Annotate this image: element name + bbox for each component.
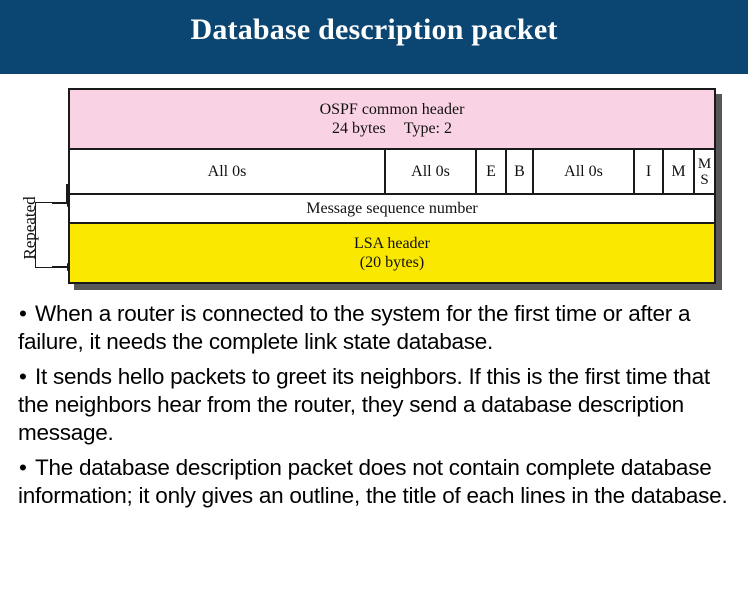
page-title: Database description packet	[190, 13, 558, 46]
cell-i-flag: I	[635, 150, 664, 193]
bullet-dot-icon: •	[19, 364, 27, 389]
cell-all-0s-3: All 0s	[534, 150, 635, 193]
bullet-text: When a router is connected to the system…	[18, 301, 691, 354]
bullet-dot-icon: •	[19, 301, 27, 326]
bullet-text: The database description packet does not…	[18, 455, 728, 508]
packet-row-message-sequence-number: Message sequence number	[70, 195, 714, 224]
cell-all-0s-1: All 0s	[70, 150, 386, 193]
cell-all-0s-2: All 0s	[386, 150, 477, 193]
repeated-tick-line	[66, 184, 68, 204]
repeated-annotation: Repeated	[10, 196, 75, 271]
body-bullet-list: • When a router is connected to the syst…	[0, 300, 748, 517]
packet-diagram: OSPF common header 24 bytes Type: 2 All 0…	[0, 74, 748, 296]
slide-title-bar: Database description packet	[0, 0, 748, 74]
lsa-header-line2: (20 bytes)	[359, 254, 425, 271]
ms-flag-line2: S	[700, 171, 709, 188]
ospf-common-header-bytes: 24 bytes	[332, 120, 386, 137]
lsa-header-cell: LSA header (20 bytes)	[354, 234, 430, 272]
ospf-common-header-type: Type: 2	[403, 120, 452, 137]
packet-structure-table: OSPF common header 24 bytes Type: 2 All 0…	[68, 88, 716, 284]
message-sequence-number-label: Message sequence number	[306, 200, 478, 217]
ospf-common-header-line1: OSPF common header	[319, 101, 465, 118]
packet-row-ospf-common-header: OSPF common header 24 bytes Type: 2	[70, 90, 714, 150]
cell-m-flag: M	[664, 150, 695, 193]
bullet-item: • It sends hello packets to greet its ne…	[0, 363, 748, 447]
packet-row-flags: All 0s All 0s E B All 0s I M M	[70, 150, 714, 195]
cell-e-flag: E	[477, 150, 507, 193]
bullet-dot-icon: •	[19, 455, 27, 480]
cell-ms-flag: M S	[695, 150, 714, 193]
cell-b-flag: B	[507, 150, 534, 193]
packet-row-lsa-header: LSA header (20 bytes)	[70, 224, 714, 282]
bullet-item: • When a router is connected to the syst…	[0, 300, 748, 356]
lsa-header-line1: LSA header	[354, 235, 430, 252]
repeated-bracket-icon	[35, 202, 59, 268]
bullet-item: • The database description packet does n…	[0, 454, 748, 510]
ospf-common-header-cell: OSPF common header 24 bytes Type: 2	[320, 100, 465, 138]
ms-flag-line1: M	[697, 155, 712, 172]
bullet-text: It sends hello packets to greet its neig…	[18, 364, 710, 445]
